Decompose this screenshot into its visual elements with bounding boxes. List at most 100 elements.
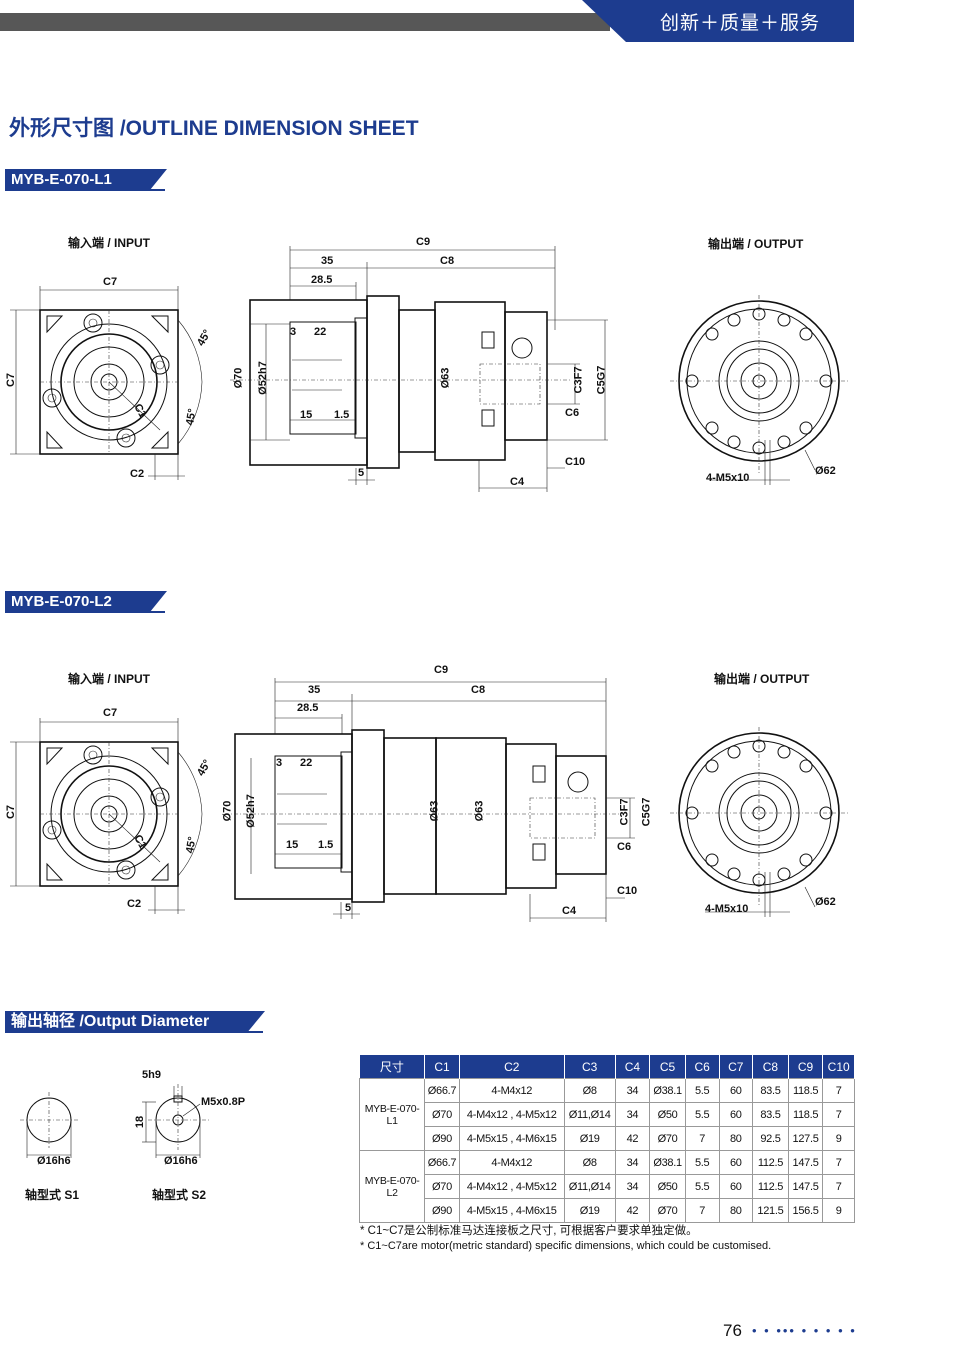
dim-c8: C8: [440, 255, 455, 267]
table-cell: Ø11,Ø14: [563, 1174, 616, 1199]
dim-c10: C10: [565, 456, 586, 468]
header-cell: C9: [788, 1055, 824, 1079]
dim-15: 15: [300, 409, 313, 421]
table-cell: 7: [684, 1126, 720, 1151]
table-cell: Ø8: [563, 1150, 616, 1175]
shaft-s2-diameter: Ø16h6: [164, 1155, 198, 1167]
dim-c8: C8: [471, 684, 486, 696]
dim-c2: C2: [130, 468, 145, 480]
model-tag-l2: MYB-E-070-L2: [5, 591, 167, 613]
side-view-drawing: [230, 246, 608, 492]
table-cell: 34: [614, 1078, 651, 1103]
dim-1-5: 1.5: [334, 409, 350, 421]
table-cell: 121.5: [752, 1198, 789, 1223]
input-label: 输入端 / INPUT: [68, 672, 151, 686]
table-cell: 80: [718, 1198, 754, 1223]
table-cell: Ø8: [563, 1078, 616, 1103]
dim-15: 15: [286, 839, 299, 851]
table-cell: 118.5: [787, 1078, 824, 1103]
table-cell: Ø66.7: [424, 1150, 460, 1175]
table-cell: 42: [614, 1198, 651, 1223]
dim-c2: C2: [127, 898, 142, 910]
table-model-cell: MYB-E-070-L1: [358, 1078, 426, 1151]
header-cell: C1: [424, 1055, 460, 1079]
dim-d63: Ø63: [428, 800, 441, 822]
dim-m5: 4-M5x10: [706, 472, 750, 484]
table-cell: 4-M5x15 , 4-M6x15: [458, 1126, 565, 1151]
table-cell: 147.5: [787, 1150, 824, 1175]
table-cell: 4-M4x12 , 4-M5x12: [458, 1174, 565, 1199]
table-cell: 92.5: [752, 1126, 789, 1151]
shaft-s2-thread: M5x0.8P: [201, 1096, 246, 1108]
output-diameter-underline: [5, 1031, 263, 1033]
table-cell: 4-M4x12: [458, 1078, 565, 1103]
header-gray-bar: [0, 13, 610, 31]
table-cell: 9: [822, 1126, 855, 1151]
table-cell: 5.5: [684, 1102, 720, 1127]
dim-c4: C4: [510, 476, 525, 488]
dim-c6: C6: [565, 407, 580, 419]
dim-c4: C4: [562, 905, 577, 917]
table-cell: 112.5: [752, 1150, 789, 1175]
dim-c7-vertical: C7: [5, 372, 18, 388]
note-chinese: * C1~C7是公制标准马达连接板之尺寸, 可根据客户要求单独定做。: [360, 1225, 698, 1237]
table-cell: Ø70: [649, 1198, 686, 1223]
output-diameter-tag: 输出轴径 /Output Diameter: [5, 1011, 265, 1033]
table-cell: 7: [822, 1102, 855, 1127]
input-label: 输入端 / INPUT: [68, 236, 151, 250]
dim-c3: C3F7: [572, 366, 585, 394]
table-cell: 156.5: [787, 1198, 824, 1223]
dim-d62: Ø62: [815, 465, 836, 477]
dim-22: 22: [314, 326, 327, 338]
shaft-s1-label: 轴型式 S1: [25, 1188, 80, 1202]
table-cell: 60: [718, 1150, 754, 1175]
dim-c6: C6: [617, 841, 632, 853]
dim-c7: C7: [103, 707, 118, 719]
table-cell: 7: [822, 1078, 855, 1103]
dim-22: 22: [300, 757, 313, 769]
table-cell: Ø11,Ø14: [563, 1102, 616, 1127]
dim-5: 5: [345, 902, 352, 914]
table-cell: Ø38.1: [649, 1078, 686, 1103]
header-cell: C7: [719, 1055, 754, 1079]
table-cell: 34: [614, 1102, 651, 1127]
table-cell: 60: [718, 1078, 754, 1103]
header-slogan: 创新＋质量＋服务: [660, 13, 821, 34]
table-cell: 60: [718, 1174, 754, 1199]
dim-3: 3: [290, 326, 297, 338]
table-cell: Ø50: [649, 1102, 686, 1127]
note-english: * C1~C7are motor(metric standard) specif…: [360, 1240, 772, 1252]
table-cell: 112.5: [752, 1174, 789, 1199]
header-cell: C8: [752, 1055, 789, 1079]
table-cell: Ø66.7: [424, 1078, 460, 1103]
table-cell: 5.5: [684, 1150, 720, 1175]
table-cell: 4-M5x15 , 4-M6x15: [458, 1198, 565, 1223]
table-cell: Ø70: [424, 1102, 460, 1127]
table-cell: 9: [822, 1198, 855, 1223]
shaft-s2-drawing: [142, 1084, 210, 1158]
table-cell: Ø90: [424, 1198, 460, 1223]
input-flange-drawing: [10, 718, 203, 914]
dim-35: 35: [321, 255, 334, 267]
side-view-drawing: [225, 678, 635, 922]
table-cell: 80: [718, 1126, 754, 1151]
table-cell: 7: [822, 1150, 855, 1175]
table-cell: 7: [684, 1198, 720, 1223]
dim-d63: Ø63: [473, 800, 486, 822]
table-cell: 42: [614, 1126, 651, 1151]
dim-c10: C10: [617, 885, 638, 897]
spec-table: 尺寸 C1 C2 C3 C4 C5 C6 C7 C8 C9 C10 MYB-E-…: [358, 1055, 855, 1223]
table-cell: 34: [614, 1150, 651, 1175]
output-label: 输出端 / OUTPUT: [708, 237, 804, 251]
dim-m5: 4-M5x10: [705, 903, 749, 915]
table-cell: Ø38.1: [649, 1150, 686, 1175]
table-cell: 60: [718, 1102, 754, 1127]
dim-c5: C5G7: [595, 365, 608, 395]
shaft-s1-diameter: Ø16h6: [37, 1155, 71, 1167]
header-cell: C2: [459, 1055, 565, 1079]
dim-c7-vertical: C7: [5, 804, 18, 820]
